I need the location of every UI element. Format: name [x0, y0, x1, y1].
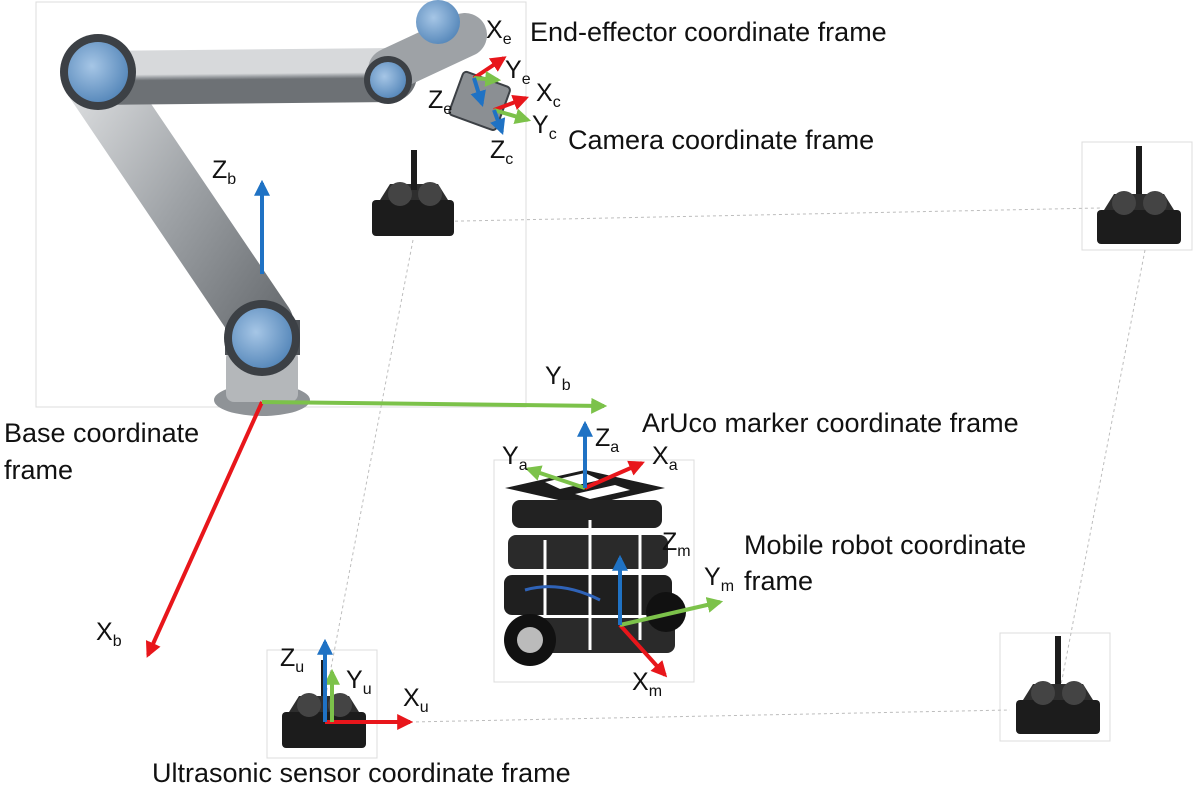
- axis-label-za: Za: [595, 424, 619, 456]
- sensor-image-frame-top-right: [1081, 141, 1193, 251]
- end-effector-x-axis-arrow: [472, 56, 507, 80]
- base-frame-label-line2: frame: [4, 455, 73, 485]
- end-effector-frame-label: End-effector coordinate frame: [530, 17, 887, 47]
- mobile-robot-frame-label-line1: Mobile robot coordinate: [744, 530, 1026, 560]
- ultrasonic-sensor-bottom-right: [1016, 636, 1100, 734]
- axis-label-zu: Zu: [280, 644, 304, 676]
- arm-shoulder-cap: [232, 308, 292, 368]
- axis-label-ze: Ze: [428, 86, 452, 118]
- arm-lower-link: [63, 46, 294, 357]
- camera-frame-label: Camera coordinate frame: [568, 125, 874, 155]
- camera-y-axis-arrow: [493, 108, 532, 125]
- mobile-robot-x-axis-arrow: [618, 623, 668, 678]
- aruco-frame-label: ArUco marker coordinate frame: [642, 408, 1019, 438]
- ultrasonic-frame-axes: [317, 638, 414, 730]
- frame-labels: End-effector coordinate frame Camera coo…: [4, 17, 1026, 788]
- ultrasonic-frame-label: Ultrasonic sensor coordinate frame: [152, 758, 571, 787]
- axis-label-yc: Yc: [532, 111, 557, 143]
- axis-label-ya: Ya: [502, 442, 528, 474]
- aruco-x-axis-arrow: [584, 460, 645, 490]
- ultrasonic-sensor-top-right: [1097, 146, 1181, 244]
- axis-label-zc: Zc: [490, 136, 513, 168]
- arm-upper-link: [68, 48, 417, 105]
- mobile-robot-y-axis-arrow: [619, 597, 724, 627]
- axis-label-yb: Yb: [545, 362, 571, 394]
- axis-label-zb: Zb: [212, 156, 236, 188]
- end-effector-y-axis-arrow: [473, 70, 502, 87]
- end-effector-z-axis-arrow: [470, 77, 486, 108]
- sensor-link-right: [1059, 249, 1146, 691]
- base-frame-axes: [145, 179, 608, 658]
- base-y-axis-arrow: [261, 397, 608, 414]
- axis-label-xe: Xe: [486, 16, 512, 48]
- base-frame-label-line1: Base coordinate: [4, 418, 199, 448]
- axis-label-xu: Xu: [403, 684, 429, 716]
- sensor-connection-lines: [321, 207, 1146, 723]
- axis-label-ym: Ym: [704, 563, 734, 595]
- axis-label-xa: Xa: [652, 442, 678, 474]
- base-x-axis-arrow: [145, 401, 264, 658]
- sensor-link-top: [412, 207, 1101, 223]
- camera-frame-axes: [490, 95, 532, 136]
- sensor-image-frame-bottom-right: [999, 632, 1111, 742]
- arm-elbow-cap: [68, 42, 128, 102]
- mobile-robot: [504, 470, 686, 666]
- arm-wrist2-cap: [416, 0, 460, 44]
- mobile-robot-frame-axes: [612, 554, 724, 678]
- mobile-robot-frame-label-line2: frame: [744, 566, 813, 596]
- sensor-link-left: [321, 239, 414, 716]
- end-effector-frame-axes: [470, 56, 507, 108]
- axis-label-ye: Ye: [505, 56, 531, 88]
- aruco-y-axis-arrow: [524, 465, 586, 490]
- camera-z-axis-arrow: [490, 109, 506, 136]
- robot-arm: [60, 0, 511, 416]
- sensor-link-bottom: [409, 709, 1011, 723]
- mobile-robot-image-frame: [493, 459, 695, 683]
- axis-labels: Xe Ye Ze Xc Yc Zc Zb Yb Xb Za Ya Xa Zm Y…: [96, 16, 734, 716]
- aruco-frame-axes: [524, 420, 645, 490]
- axis-label-xb: Xb: [96, 618, 122, 650]
- camera-x-axis-arrow: [493, 95, 529, 112]
- arm-wrist1-cap: [370, 62, 406, 98]
- axis-label-zm: Zm: [662, 528, 691, 560]
- axis-label-yu: Yu: [346, 666, 372, 698]
- axis-label-xm: Xm: [632, 668, 662, 700]
- ultrasonic-sensor-top-left: [372, 150, 454, 236]
- axis-label-xc: Xc: [536, 79, 561, 111]
